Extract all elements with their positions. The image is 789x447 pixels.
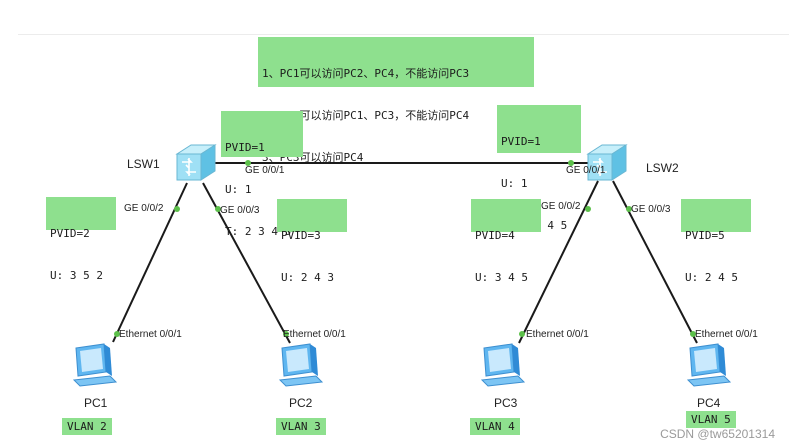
lsw1-ge002-label: GE 0/0/2 <box>124 203 164 214</box>
lsw1-switch-icon[interactable] <box>173 142 219 184</box>
port-dot-pc1-eth <box>114 331 120 337</box>
pc4-name: PC4 <box>697 396 721 410</box>
config-line: U: 3 4 5 <box>475 271 528 284</box>
port-dot-pc3-eth <box>519 331 525 337</box>
config-line: PVID=3 <box>281 229 321 242</box>
config-line: PVID=1 <box>225 141 265 154</box>
lsw2-ge002-label: GE 0/0/2 <box>541 201 581 212</box>
lsw2-name: LSW2 <box>646 161 679 175</box>
csdn-watermark: CSDN @tw65201314 <box>660 427 775 441</box>
lsw1-ge002-config-note: PVID=2 U: 3 5 2 <box>46 197 116 282</box>
lsw2-ge003-label: GE 0/0/3 <box>631 204 671 215</box>
pc3-name: PC3 <box>494 396 518 410</box>
requirement-2: 2、PC2可以访问PC1、PC3，不能访问PC4 <box>262 109 470 122</box>
pc1-eth-label: Ethernet 0/0/1 <box>119 329 182 340</box>
lsw2-switch-icon[interactable] <box>584 142 630 184</box>
config-line: U: 1 <box>501 177 528 190</box>
pc3-computer-icon[interactable] <box>478 342 528 390</box>
config-line: U: 2 4 5 <box>685 271 738 284</box>
pc1-computer-icon[interactable] <box>70 342 120 390</box>
pc4-vlan-label: VLAN 5 <box>686 411 736 428</box>
port-dot-lsw2-ge002 <box>585 206 591 212</box>
lsw2-ge003-config-note: PVID=5 U: 2 4 5 <box>681 199 751 284</box>
pc3-vlan-label: VLAN 4 <box>470 418 520 435</box>
config-line: U: 1 <box>225 183 252 196</box>
requirements-note: 1、PC1可以访问PC2、PC4，不能访问PC3 2、PC2可以访问PC1、PC… <box>258 37 534 164</box>
link-lsw2-pc3 <box>518 180 599 344</box>
config-line: PVID=4 <box>475 229 515 242</box>
port-dot-pc2-eth <box>283 331 289 337</box>
pc2-name: PC2 <box>289 396 313 410</box>
config-line: PVID=5 <box>685 229 725 242</box>
port-dot-lsw2-ge003 <box>626 206 632 212</box>
pc2-eth-label: Ethernet 0/0/1 <box>283 329 346 340</box>
pc2-computer-icon[interactable] <box>276 342 326 390</box>
lsw2-ge001-label: GE 0/0/1 <box>566 165 606 176</box>
config-line: PVID=2 <box>50 227 90 240</box>
lsw1-ge001-label: GE 0/0/1 <box>245 165 285 176</box>
pc1-name: PC1 <box>84 396 108 410</box>
config-line: U: 2 4 3 <box>281 271 334 284</box>
port-dot-lsw1-ge001 <box>245 160 251 166</box>
config-line: U: 3 5 2 <box>50 269 103 282</box>
pc2-vlan-label: VLAN 3 <box>276 418 326 435</box>
pc1-vlan-label: VLAN 2 <box>62 418 112 435</box>
lsw2-ge002-config-note: PVID=4 U: 3 4 5 <box>471 199 541 284</box>
config-line: PVID=1 <box>501 135 541 148</box>
lsw2-ge001-config-note: PVID=1 U: 1 T: 2 3 4 5 <box>497 105 581 232</box>
port-dot-pc4-eth <box>690 331 696 337</box>
lsw1-ge003-label: GE 0/0/3 <box>220 205 260 216</box>
top-divider <box>18 34 789 35</box>
pc3-eth-label: Ethernet 0/0/1 <box>526 329 589 340</box>
lsw1-ge003-config-note: PVID=3 U: 2 4 3 <box>277 199 347 284</box>
requirement-1: 1、PC1可以访问PC2、PC4，不能访问PC3 <box>262 67 470 80</box>
lsw1-name: LSW1 <box>127 157 160 171</box>
port-dot-lsw1-ge002 <box>174 206 180 212</box>
port-dot-lsw1-ge003 <box>215 206 221 212</box>
pc4-eth-label: Ethernet 0/0/1 <box>695 329 758 340</box>
port-dot-lsw2-ge001 <box>568 160 574 166</box>
lsw1-ge001-config-note: PVID=1 U: 1 T: 2 3 4 5 <box>221 111 303 238</box>
pc4-computer-icon[interactable] <box>684 342 734 390</box>
